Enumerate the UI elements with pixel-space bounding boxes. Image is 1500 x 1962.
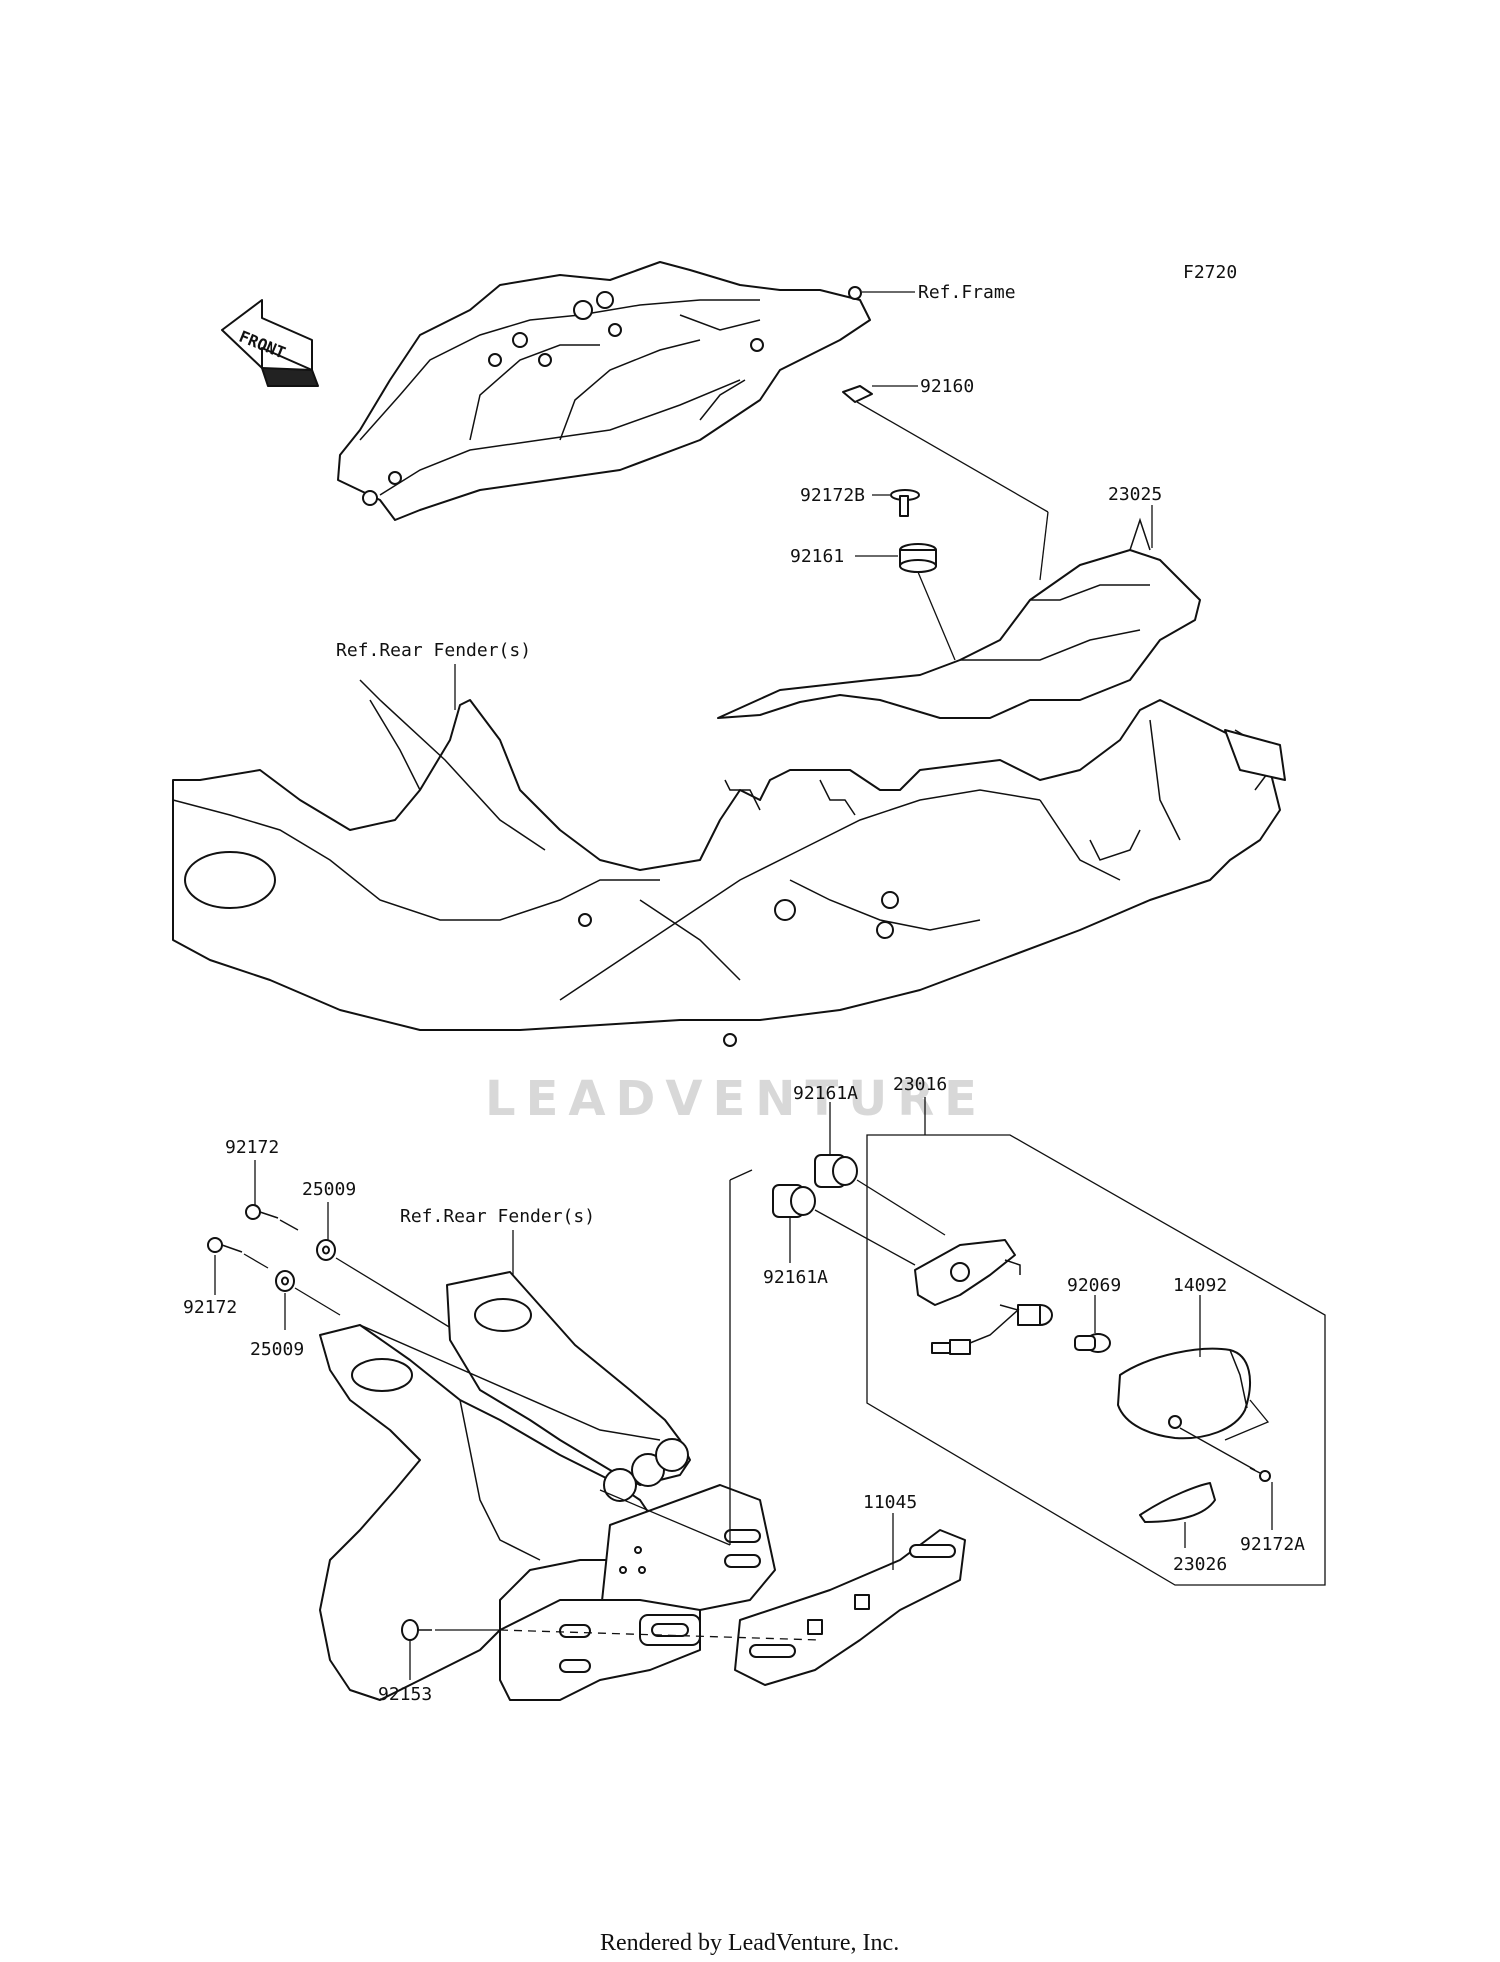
label-23016: 23016: [893, 1074, 947, 1095]
part-23025: 23025: [717, 484, 1201, 719]
footer-credit: Rendered by LeadVenture, Inc.: [600, 1930, 899, 1956]
ref-rear-fender-top-label: Ref.Rear Fender(s): [336, 640, 531, 661]
label-92161A-bottom: 92161A: [763, 1267, 828, 1288]
label-25009-top: 25009: [302, 1179, 356, 1200]
label-14092: 14092: [1173, 1275, 1227, 1296]
part-92172B: 92172B: [800, 485, 920, 517]
frame-assembly: [337, 261, 871, 521]
ref-rear-fender-bottom-label: Ref.Rear Fender(s): [400, 1206, 595, 1227]
callout-23016: 23016: [866, 1074, 1326, 1586]
label-92161A-top: 92161A: [793, 1083, 858, 1104]
label-23026: 23026: [1173, 1554, 1227, 1575]
rear-fender-assembly: [172, 679, 1286, 1047]
label-92172-bottom: 92172: [183, 1297, 237, 1318]
part-92172A: 92172A: [1179, 1427, 1305, 1555]
part-25009-bottom: 25009: [250, 1270, 341, 1360]
part-92160: 92160: [842, 376, 1049, 513]
label-11045: 11045: [863, 1492, 917, 1513]
part-92069: 92069: [1067, 1275, 1121, 1353]
label-25009-bottom: 25009: [250, 1339, 304, 1360]
figure-code: F2720: [1183, 262, 1237, 283]
label-92172-top: 92172: [225, 1137, 279, 1158]
part-92161A-bottom: 92161A: [763, 1184, 916, 1288]
label-92161: 92161: [790, 546, 844, 567]
license-bracket-assembly: [319, 1169, 776, 1701]
callout-ref-frame: Ref.Frame: [862, 282, 1016, 303]
ref-frame-label: Ref.Frame: [918, 282, 1016, 303]
label-92069: 92069: [1067, 1275, 1121, 1296]
callout-ref-rear-fender-top: Ref.Rear Fender(s): [336, 640, 531, 710]
callout-ref-rear-fender-bottom: Ref.Rear Fender(s): [400, 1206, 595, 1275]
part-25009-top: 25009: [302, 1179, 611, 1426]
part-92161: 92161: [790, 543, 937, 573]
part-23026: 23026: [1139, 1482, 1227, 1575]
label-23025: 23025: [1108, 484, 1162, 505]
part-14092: 14092: [1117, 1275, 1270, 1441]
label-92153: 92153: [378, 1684, 432, 1705]
turn-signal-stalk: [914, 1239, 1053, 1355]
label-92172A: 92172A: [1240, 1534, 1305, 1555]
label-92172B: 92172B: [800, 485, 865, 506]
front-arrow-icon: FRONT: [221, 299, 319, 387]
part-11045: 11045: [734, 1492, 966, 1686]
part-92161A-top: 92161A: [793, 1083, 946, 1236]
part-92172-top: 92172: [225, 1137, 299, 1231]
part-92172-bottom: 92172: [183, 1237, 269, 1318]
label-92160: 92160: [920, 376, 974, 397]
part-92153: 92153: [378, 1619, 821, 1705]
watermark: LEADVENTURE: [485, 1071, 987, 1127]
